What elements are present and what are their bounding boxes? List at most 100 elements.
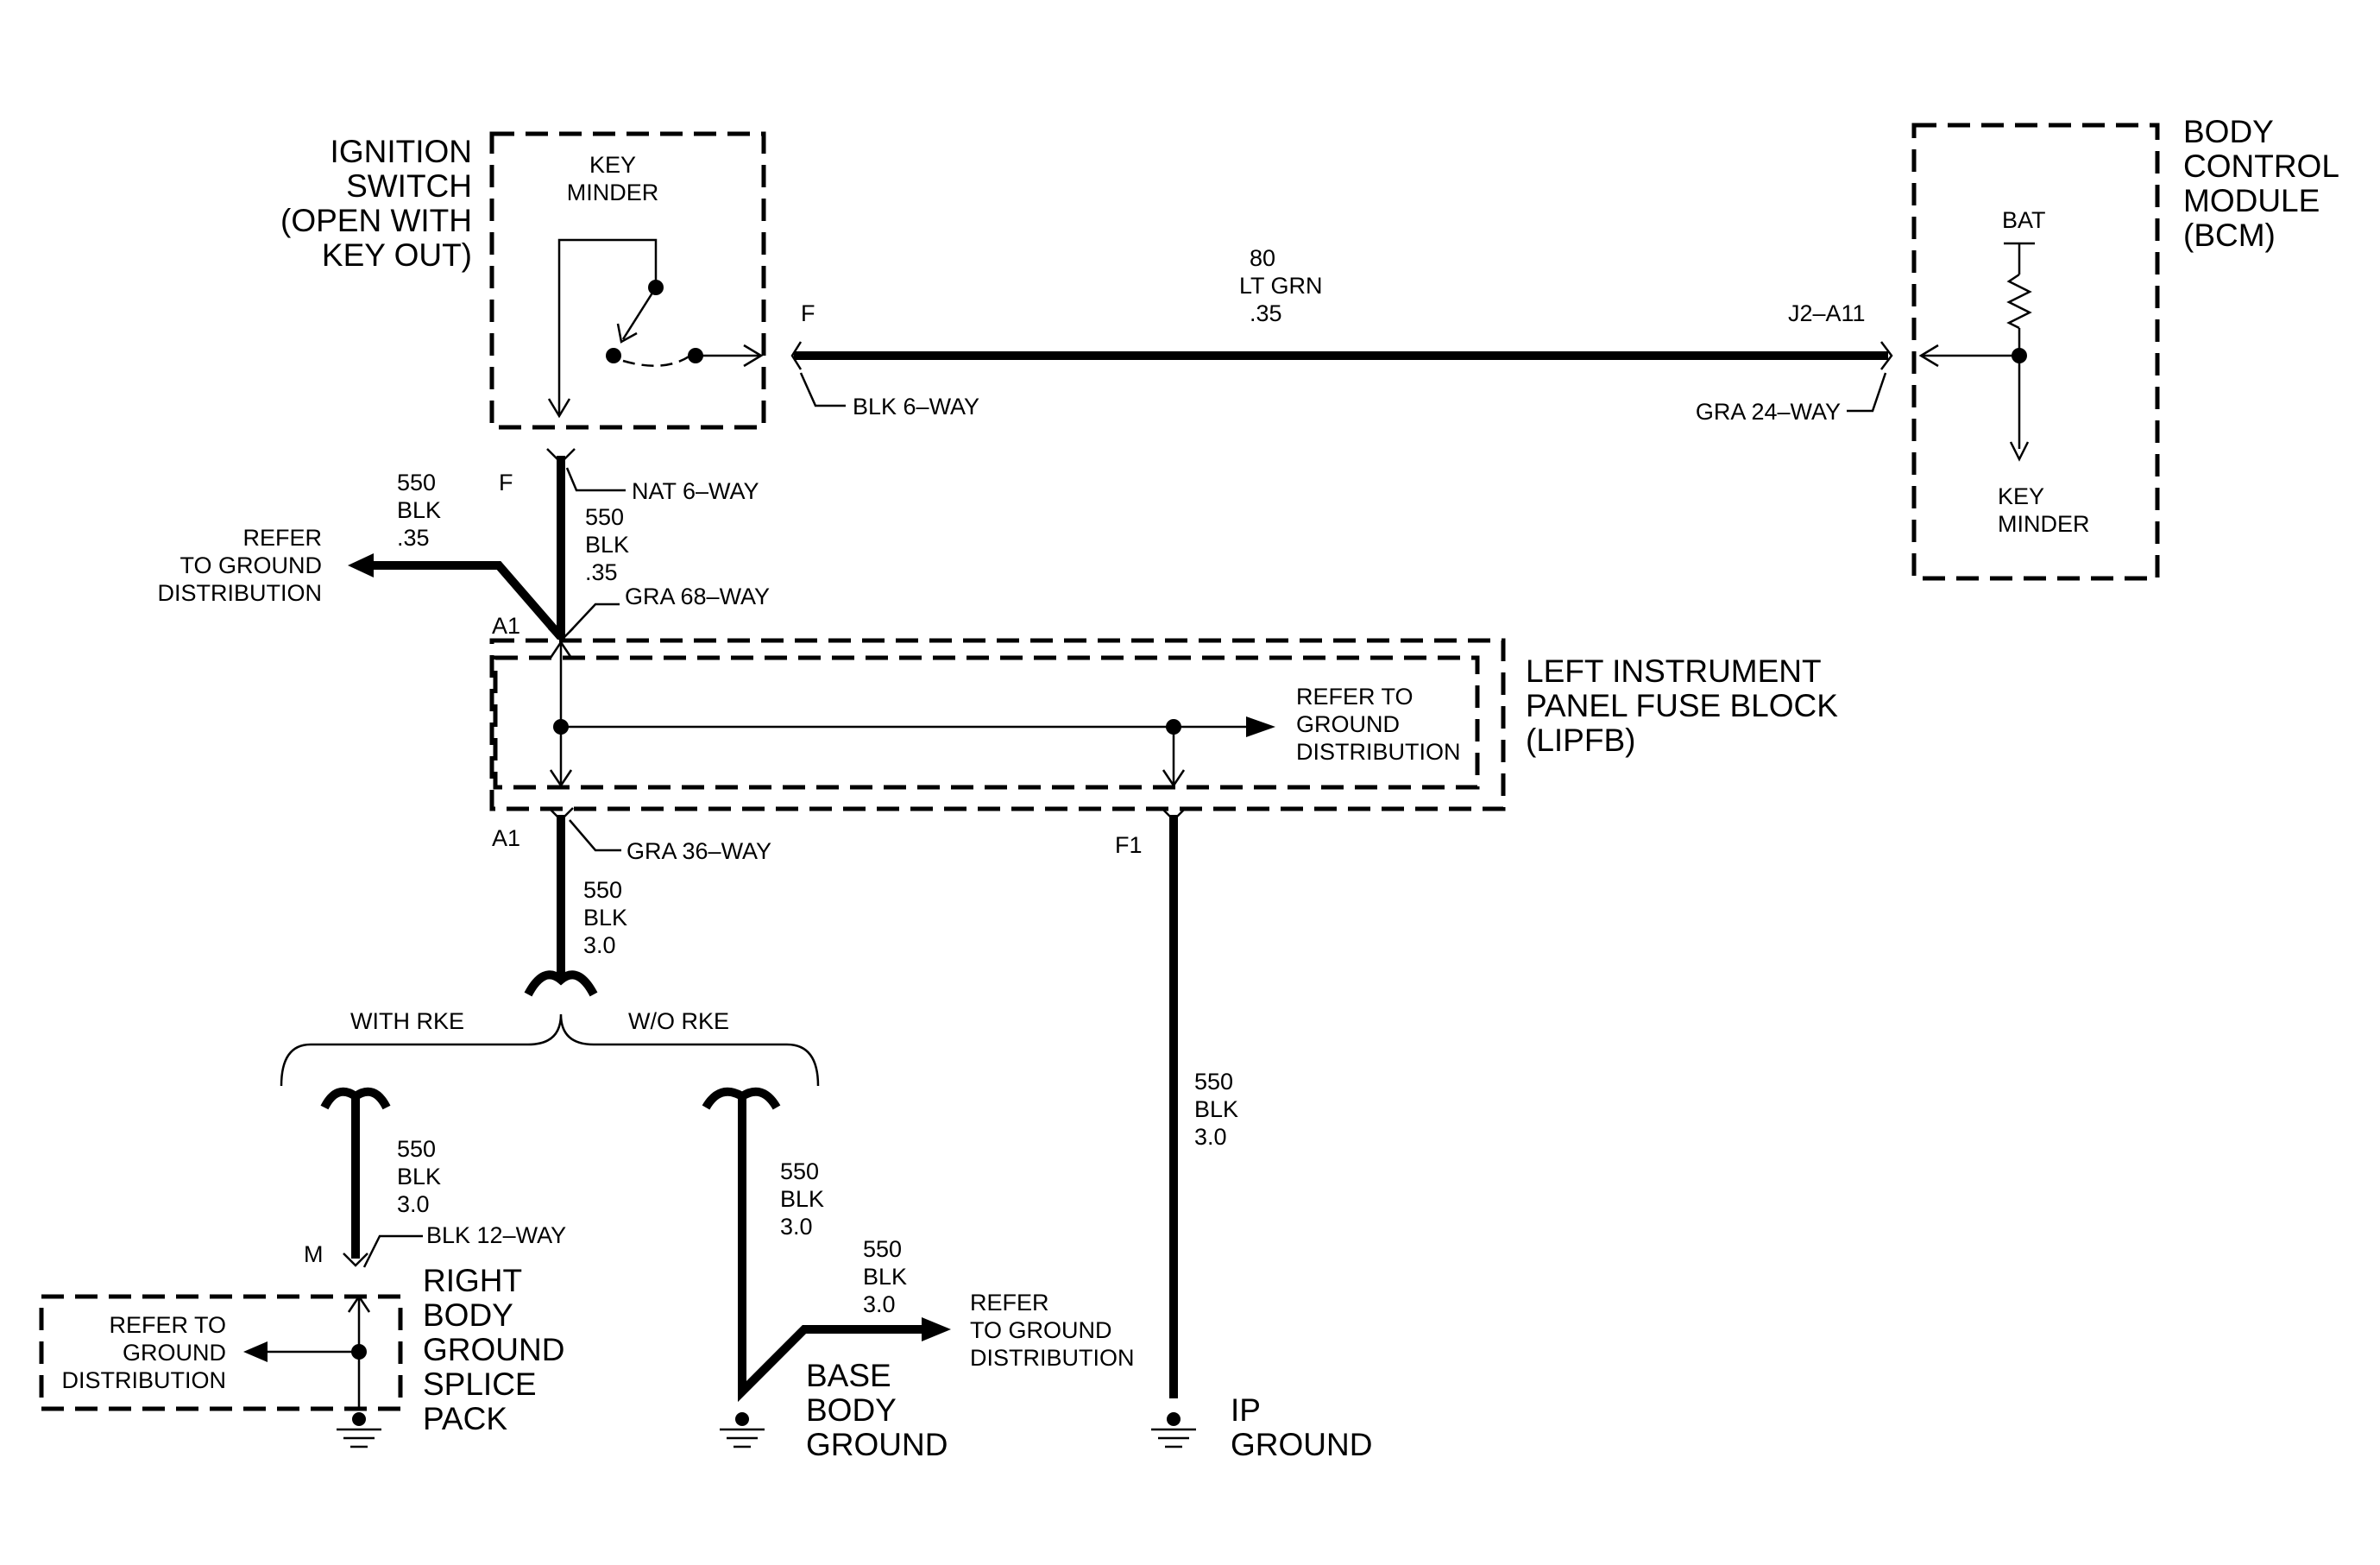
wire-550-30-label-main: 550 BLK 3.0 — [583, 877, 627, 958]
svg-text:(LIPFB): (LIPFB) — [1526, 723, 1635, 758]
connector-blk-12way: BLK 12–WAY — [426, 1222, 566, 1248]
bcm-label: BODY CONTROL MODULE (BCM) — [2183, 114, 2339, 253]
ip-ground-label: IP GROUND — [1231, 1392, 1372, 1462]
svg-text:REFER: REFER — [242, 525, 322, 551]
svg-text:BLK: BLK — [780, 1186, 824, 1212]
svg-text:KEY: KEY — [589, 152, 636, 178]
leader-gra-36way — [569, 819, 621, 852]
lipfb-label: LEFT INSTRUMENT PANEL FUSE BLOCK (LIPFB) — [1526, 653, 1838, 758]
svg-text:550: 550 — [397, 470, 436, 495]
svg-text:DISTRIBUTION: DISTRIBUTION — [157, 580, 322, 606]
connector-blk-6way-symbol — [790, 341, 803, 370]
refer-ground-dist-left: REFER TO GROUND DISTRIBUTION — [157, 525, 322, 606]
svg-text:BLK: BLK — [583, 905, 627, 931]
connector-nat-6way: NAT 6–WAY — [632, 478, 759, 504]
leader-blk-6way — [799, 372, 846, 407]
splice-hook — [524, 970, 598, 997]
option-wo-rke: W/O RKE — [628, 1008, 729, 1034]
connector-gra-36way: GRA 36–WAY — [626, 838, 771, 864]
svg-text:SPLICE: SPLICE — [423, 1366, 537, 1402]
svg-text:SWITCH: SWITCH — [346, 168, 472, 204]
connector-blk-6way: BLK 6–WAY — [853, 394, 979, 420]
svg-text:550: 550 — [780, 1158, 819, 1184]
svg-text:KEY: KEY — [1998, 483, 2044, 509]
right-body-splice-label: RIGHT BODY GROUND SPLICE PACK — [423, 1263, 564, 1436]
svg-text:(OPEN WITH: (OPEN WITH — [280, 203, 472, 238]
svg-text:KEY OUT): KEY OUT) — [322, 237, 472, 273]
svg-text:BASE: BASE — [806, 1358, 891, 1393]
pin-f1: F1 — [1115, 832, 1143, 858]
lipfb-inner-box — [493, 655, 1480, 790]
wire-550-30-label-ip: 550 BLK 3.0 — [1194, 1069, 1238, 1150]
pin-a1-bottom: A1 — [492, 825, 520, 851]
arrow-refer-ground-base — [922, 1317, 951, 1341]
leader-nat-6way — [565, 467, 626, 492]
svg-text:TO GROUND: TO GROUND — [179, 552, 322, 578]
key-minder-switch-symbol — [547, 238, 764, 419]
svg-text:550: 550 — [585, 504, 624, 530]
options-brace — [280, 1013, 820, 1087]
base-body-ground-label: BASE BODY GROUND — [806, 1358, 948, 1462]
wire-550-30-label-with-rke: 550 BLK 3.0 — [397, 1136, 441, 1217]
svg-text:(BCM): (BCM) — [2183, 218, 2276, 253]
arrow-refer-ground-left — [348, 553, 374, 577]
svg-text:BODY: BODY — [2183, 114, 2274, 149]
wire-550-30-label-wo-rke: 550 BLK 3.0 — [780, 1158, 824, 1240]
svg-text:REFER TO: REFER TO — [109, 1312, 226, 1338]
connector-gra-24way-symbol — [1880, 341, 1893, 370]
pin-j2-a11: J2–A11 — [1788, 300, 1866, 326]
ignition-switch-box — [489, 131, 766, 430]
svg-text:BLK: BLK — [585, 532, 629, 558]
svg-text:550: 550 — [863, 1236, 902, 1262]
svg-text:BODY: BODY — [806, 1392, 897, 1428]
svg-text:3.0: 3.0 — [1194, 1124, 1227, 1150]
svg-text:MODULE: MODULE — [2183, 183, 2320, 218]
wire-550-30-label-base: 550 BLK 3.0 — [863, 1236, 907, 1317]
svg-text:IP: IP — [1231, 1392, 1261, 1428]
svg-text:TO GROUND: TO GROUND — [970, 1317, 1112, 1343]
svg-text:BLK: BLK — [397, 1164, 441, 1190]
svg-text:PACK: PACK — [423, 1401, 507, 1436]
svg-text:BLK: BLK — [1194, 1096, 1238, 1122]
svg-text:REFER: REFER — [970, 1290, 1049, 1316]
bcm-key-minder-label: KEY MINDER — [1998, 483, 2090, 537]
svg-text:3.0: 3.0 — [863, 1291, 896, 1317]
svg-text:DISTRIBUTION: DISTRIBUTION — [970, 1345, 1135, 1371]
wire-550-035-label-right: 550 BLK .35 — [585, 504, 629, 585]
svg-text:BLK: BLK — [863, 1264, 907, 1290]
svg-text:LT GRN: LT GRN — [1239, 273, 1323, 299]
base-body-ground-symbol — [720, 1412, 765, 1448]
svg-text:RIGHT: RIGHT — [423, 1263, 522, 1298]
svg-text:.35: .35 — [585, 559, 618, 585]
bcm-bat-label: BAT — [2002, 207, 2046, 233]
leader-blk-12way — [362, 1234, 423, 1268]
ignition-switch-label: IGNITION SWITCH (OPEN WITH KEY OUT) — [280, 134, 472, 273]
svg-text:DISTRIBUTION: DISTRIBUTION — [1296, 739, 1461, 765]
svg-text:LEFT INSTRUMENT: LEFT INSTRUMENT — [1526, 653, 1822, 689]
wire-550-035-label-left: 550 BLK .35 — [397, 470, 441, 551]
pin-f-top-right: F — [801, 300, 815, 326]
svg-text:DISTRIBUTION: DISTRIBUTION — [61, 1367, 226, 1393]
splice-pack-box — [39, 1294, 403, 1411]
connector-gra-68way: GRA 68–WAY — [625, 584, 770, 609]
svg-text:80: 80 — [1250, 245, 1275, 271]
connector-blk-12way-symbol — [343, 1253, 368, 1267]
wire-80-label: 80 LT GRN .35 — [1239, 245, 1323, 326]
option-with-rke: WITH RKE — [350, 1008, 464, 1034]
svg-text:.35: .35 — [1250, 300, 1282, 326]
svg-text:3.0: 3.0 — [780, 1214, 813, 1240]
svg-text:REFER TO: REFER TO — [1296, 684, 1414, 710]
svg-text:550: 550 — [397, 1136, 436, 1162]
svg-text:GROUND: GROUND — [423, 1332, 564, 1367]
svg-text:CONTROL: CONTROL — [2183, 148, 2339, 184]
splice-pack-circuit — [243, 1294, 381, 1448]
connector-gra-24way: GRA 24–WAY — [1696, 399, 1841, 425]
pin-m: M — [304, 1241, 324, 1267]
svg-text:GROUND: GROUND — [1296, 711, 1400, 737]
svg-text:550: 550 — [583, 877, 622, 903]
svg-text:IGNITION: IGNITION — [331, 134, 472, 169]
leader-gra-68way — [569, 603, 620, 633]
svg-text:MINDER: MINDER — [1998, 511, 2090, 537]
key-minder-switch-label: KEY MINDER — [567, 152, 659, 205]
